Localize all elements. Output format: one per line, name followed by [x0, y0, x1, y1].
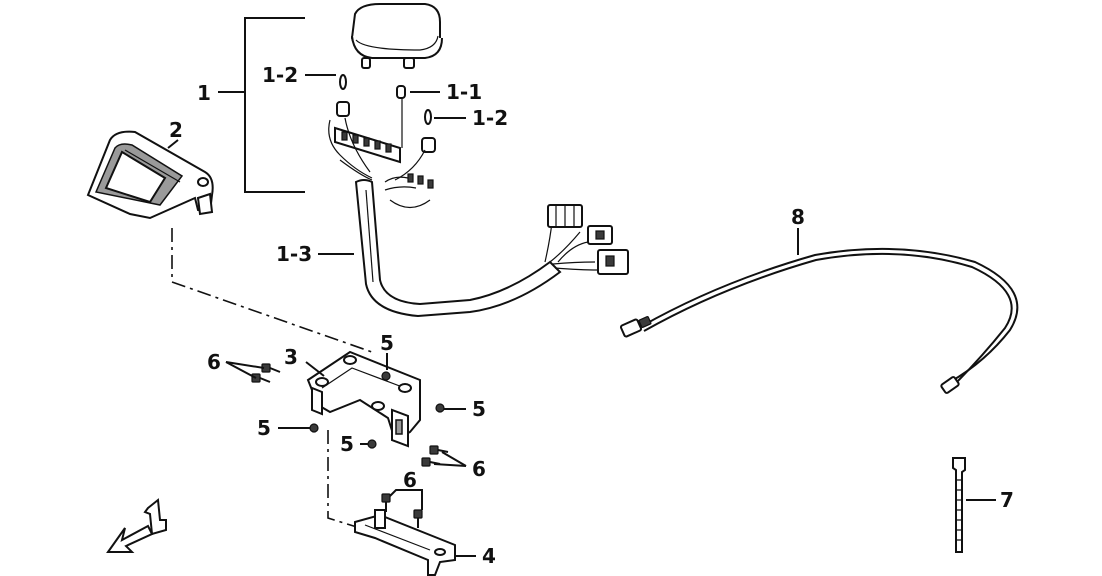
label-1-3: 1-3: [276, 242, 312, 266]
label-5-d: 5: [340, 432, 354, 456]
alignment-lines: [171, 228, 373, 529]
label-5-b: 5: [472, 397, 486, 421]
label-1: 1: [197, 81, 211, 105]
meter-cover-2: [86, 130, 214, 220]
cable-tie-7: [952, 457, 966, 553]
meter-assembly: [350, 3, 443, 69]
label-1-2-b: 1-2: [472, 106, 508, 130]
nut-5-c: [309, 423, 319, 433]
bolt-6-a: [261, 363, 281, 373]
callout-labels: 1 1-2 1-1 1-2 1-3 2 3 4 5 5 5 5 6 6 6 7 …: [169, 63, 1014, 568]
label-5-c: 5: [257, 416, 271, 440]
label-7: 7: [1000, 488, 1014, 512]
wire-harness-1-3: [354, 179, 629, 318]
bolt-6-e: [381, 493, 391, 512]
wire-terminals: [384, 173, 434, 209]
bulb-socket-parts: [336, 74, 436, 153]
label-5-a: 5: [380, 331, 394, 355]
bolt-6-f: [413, 509, 423, 528]
harness-connector-block: [328, 98, 426, 181]
nut-5-b: [435, 403, 445, 413]
label-6-a: 6: [207, 350, 221, 374]
group-bracket-1: [218, 17, 305, 193]
front-direction-arrow-icon: [106, 498, 167, 553]
label-6-c: 6: [403, 468, 417, 492]
label-1-2-a: 1-2: [262, 63, 298, 87]
label-3: 3: [284, 345, 298, 369]
label-1-1: 1-1: [446, 80, 482, 104]
meter-bracket-3: [306, 350, 421, 448]
bolt-6-d: [421, 457, 441, 467]
label-2: 2: [169, 118, 183, 142]
lower-bracket-4: [354, 509, 456, 576]
leader-lines: [167, 74, 996, 557]
label-6-b: 6: [472, 457, 486, 481]
label-4: 4: [482, 544, 496, 568]
nut-5-d: [367, 439, 377, 449]
speedometer-cable-8: [619, 247, 1019, 394]
bolt-6-c: [429, 445, 449, 455]
nut-5-a: [381, 371, 391, 381]
label-8: 8: [791, 205, 805, 229]
